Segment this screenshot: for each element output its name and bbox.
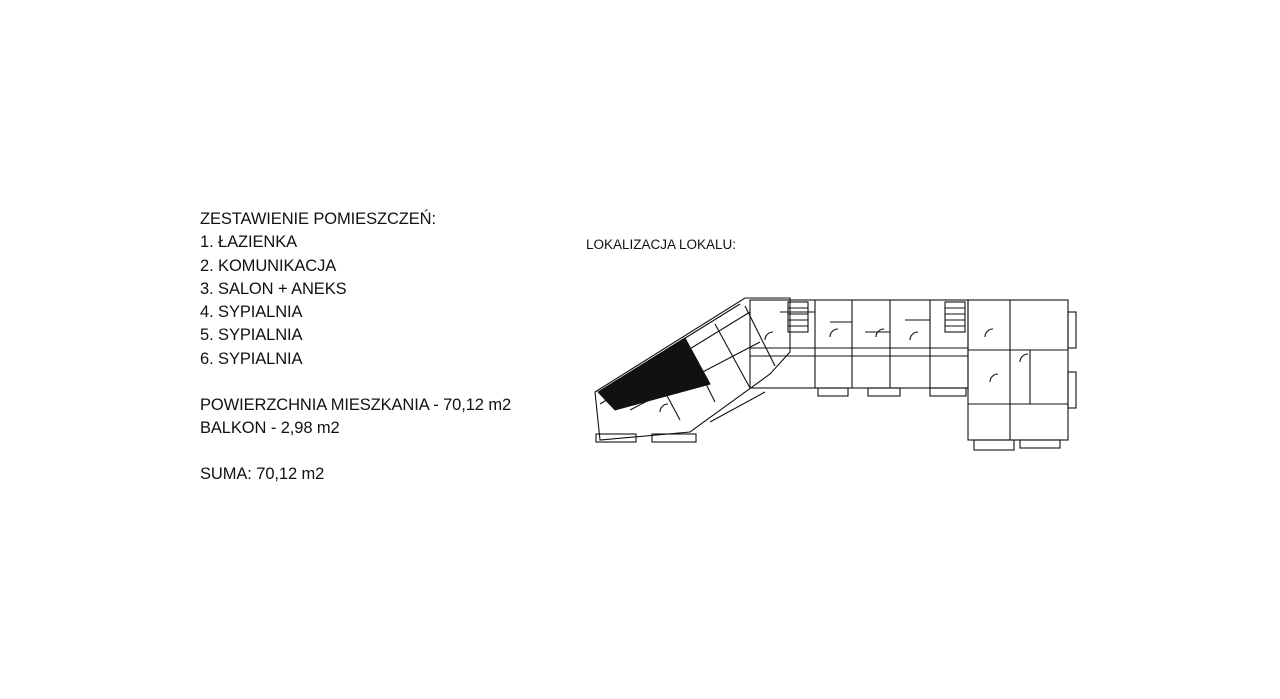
- apartment-area: POWIERZCHNIA MIESZKANIA - 70,12 m2: [200, 396, 512, 415]
- room-list-heading: ZESTAWIENIE POMIESZCZEŃ:: [200, 210, 436, 228]
- room-item: 4. SYPIALNIA: [200, 303, 303, 322]
- room-item: 1. ŁAZIENKA: [200, 233, 298, 252]
- balcony-area: BALKON - 2,98 m2: [200, 419, 340, 438]
- room-item: 6. SYPIALNIA: [200, 349, 303, 368]
- location-title: LOKALIZACJA LOKALU:: [586, 237, 737, 252]
- room-list: ZESTAWIENIE POMIESZCZEŃ: 1. ŁAZIENKA 2. …: [200, 208, 580, 486]
- room-item: 5. SYPIALNIA: [200, 326, 303, 345]
- floor-plan-image: [594, 297, 1077, 451]
- highlighted-apartment: [597, 337, 711, 411]
- room-item: 2. KOMUNIKACJA: [200, 256, 337, 275]
- total-area: SUMA: 70,12 m2: [200, 464, 325, 483]
- room-item: 3. SALON + ANEKS: [200, 279, 347, 298]
